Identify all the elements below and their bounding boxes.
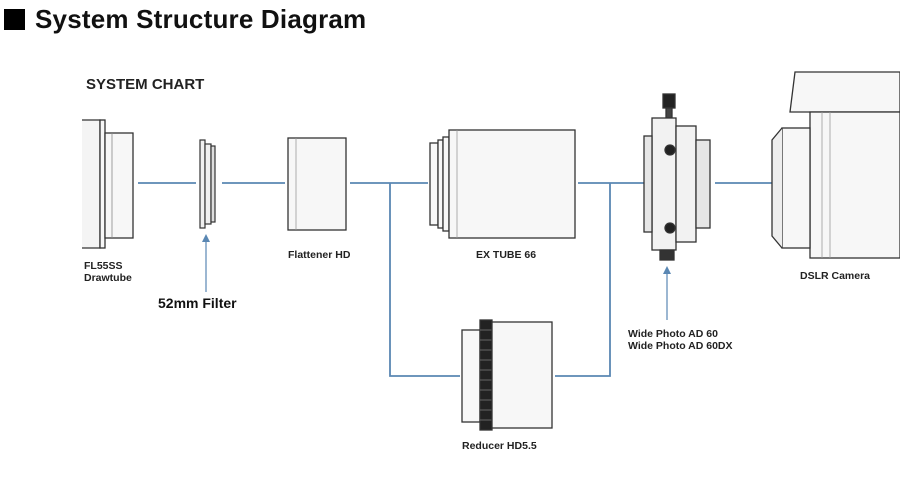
flattener-icon bbox=[287, 137, 347, 231]
square-bullet-icon bbox=[4, 8, 25, 30]
flattener-label: Flattener HD bbox=[288, 249, 351, 261]
connector-lines bbox=[138, 182, 780, 377]
wide-photo-label-line2: Wide Photo AD 60DX bbox=[628, 340, 733, 352]
ex-tube-label: EX TUBE 66 bbox=[476, 249, 537, 261]
wide-photo-adapter-icon bbox=[643, 93, 711, 261]
reducer-icon bbox=[461, 319, 553, 431]
reducer-label: Reducer HD5.5 bbox=[462, 440, 537, 452]
system-chart-title: SYSTEM CHART bbox=[86, 76, 205, 93]
drawtube-label: FL55SS Drawtube bbox=[84, 260, 132, 284]
drawtube-label-model: FL55SS bbox=[84, 260, 123, 272]
filter-label: 52mm Filter bbox=[158, 295, 237, 311]
camera-label: DSLR Camera bbox=[800, 270, 871, 282]
wide-photo-label-line1: Wide Photo AD 60 bbox=[628, 328, 718, 340]
ex-tube-icon bbox=[429, 129, 576, 239]
page-header: System Structure Diagram bbox=[4, 4, 366, 34]
drawtube-label-name: Drawtube bbox=[84, 272, 132, 284]
filter-icon bbox=[199, 139, 216, 229]
wide-photo-label: Wide Photo AD 60 Wide Photo AD 60DX bbox=[628, 328, 733, 352]
pointer-arrows bbox=[202, 234, 671, 320]
dslr-camera-icon bbox=[771, 71, 900, 259]
drawtube-icon bbox=[82, 119, 134, 249]
connector-reducer-widephoto bbox=[555, 183, 611, 377]
page-title: System Structure Diagram bbox=[35, 3, 367, 34]
connector-flattener-reducer bbox=[389, 183, 460, 377]
